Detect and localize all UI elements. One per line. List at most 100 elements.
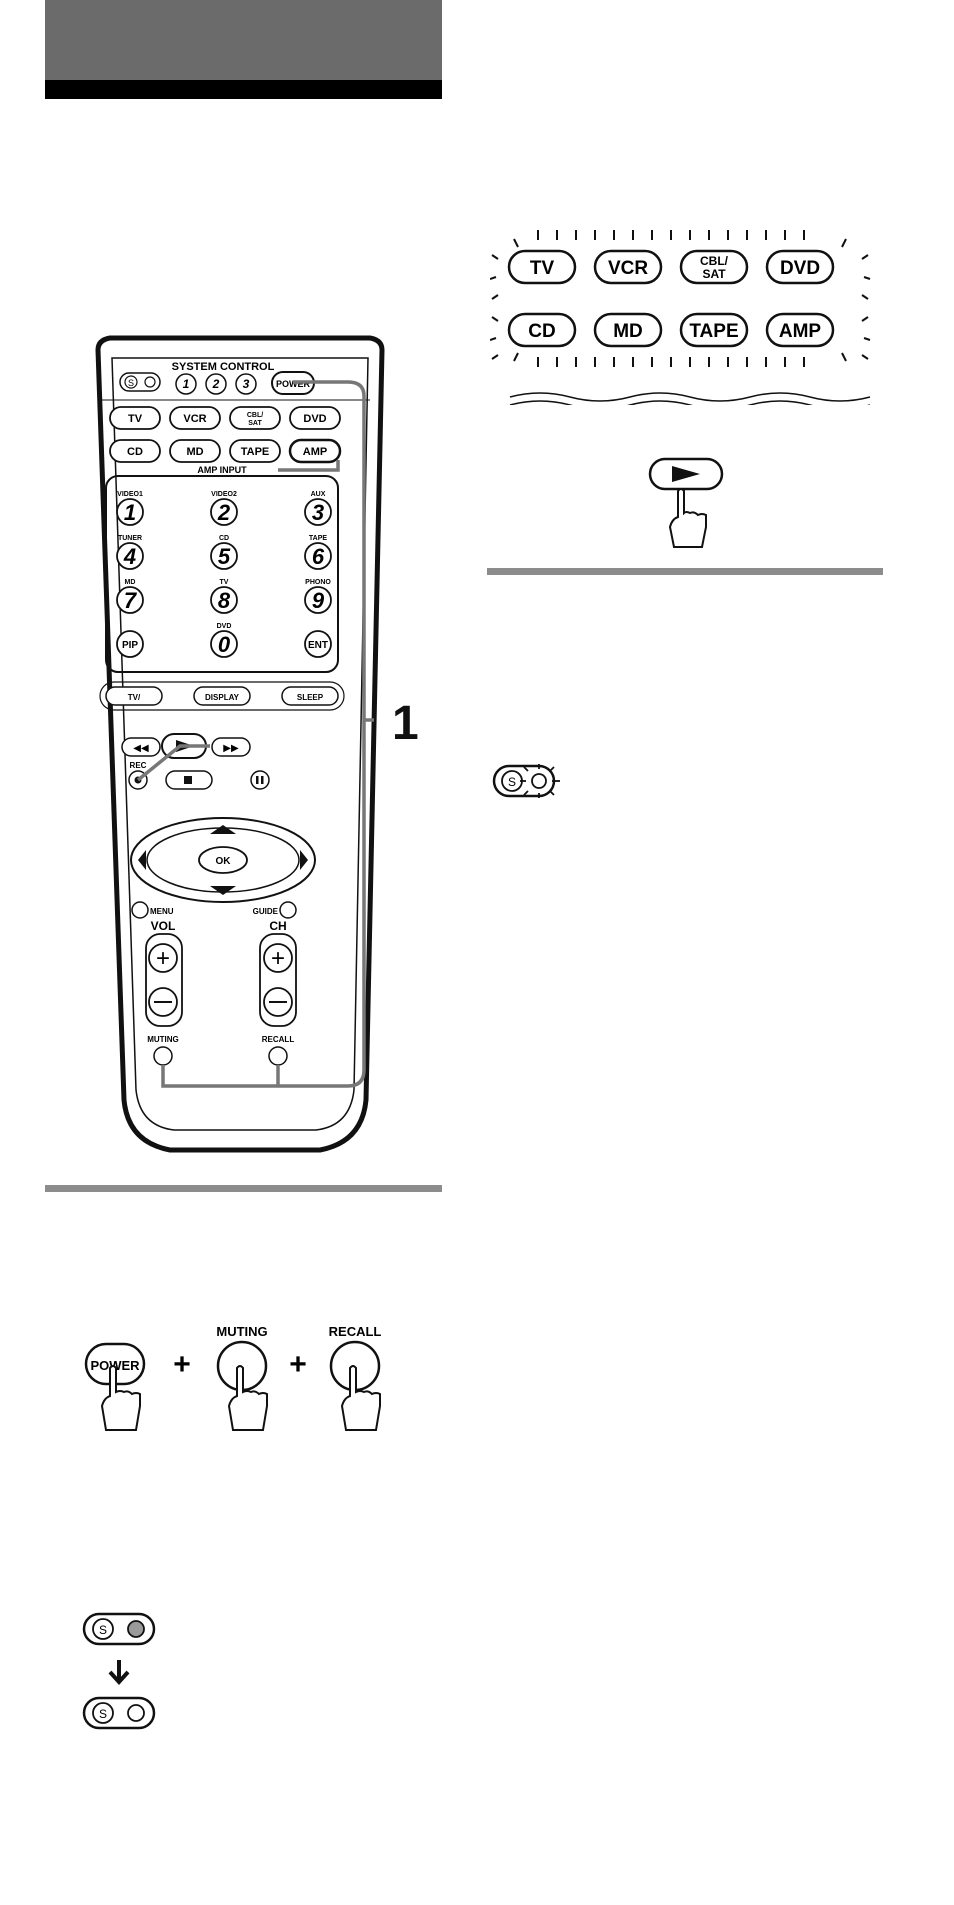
guide-button[interactable] — [279, 901, 297, 919]
plus-sign-2: + — [289, 1348, 307, 1381]
nav-left-icon[interactable] — [138, 850, 146, 870]
fast-forward-button[interactable] — [211, 737, 251, 757]
lit-button-cbl-sat: CBL/SAT — [679, 249, 749, 285]
svg-text:AMP: AMP — [779, 321, 822, 342]
lit-button-dvd: DVD — [765, 249, 835, 285]
function-button-display[interactable]: DISPLAY — [193, 686, 251, 706]
svg-text:▶▶: ▶▶ — [223, 743, 239, 754]
source-button-cd[interactable]: CD — [109, 439, 161, 463]
hand-pointer-icon — [100, 1365, 141, 1431]
svg-text:◀◀: ◀◀ — [133, 743, 149, 754]
rewind-button[interactable] — [121, 737, 161, 757]
callout-number: 1 — [392, 697, 419, 750]
svg-text:SAT: SAT — [248, 420, 262, 427]
play-press-illustration — [648, 457, 724, 548]
section-rule-left — [45, 1185, 442, 1192]
svg-text:MD: MD — [125, 579, 136, 586]
combo-recall-label: RECALL — [329, 1324, 382, 1339]
svg-text:SAT: SAT — [702, 267, 726, 281]
source-button-md[interactable]: MD — [169, 439, 221, 463]
vol-up-button[interactable] — [148, 943, 178, 973]
svg-text:TV: TV — [128, 413, 143, 425]
function-button-tv-video[interactable]: TV/ — [105, 686, 163, 706]
numpad-key-1[interactable]: VIDEO1 1 — [116, 491, 144, 526]
numpad-key-4[interactable]: TUNER 4 — [116, 535, 144, 570]
nav-right-icon[interactable] — [300, 850, 308, 870]
recall-button[interactable] — [268, 1046, 288, 1066]
plus-sign-1: + — [173, 1348, 191, 1381]
ch-label: CH — [269, 919, 286, 933]
numpad-key-pip[interactable]: PIP — [116, 630, 144, 658]
svg-text:DVD: DVD — [780, 258, 820, 279]
vol-label: VOL — [151, 919, 176, 933]
power-label: POWER — [276, 379, 311, 389]
source-buttons-row2: CD MD TAPE AMP — [109, 438, 342, 464]
svg-text:1: 1 — [124, 500, 136, 525]
numpad-key-7[interactable]: MD7 — [116, 579, 144, 614]
ch-up-button[interactable] — [263, 943, 293, 973]
svg-text:CBL/: CBL/ — [247, 412, 263, 419]
svg-text:VIDEO2: VIDEO2 — [211, 491, 237, 498]
lit-button-tv: TV — [507, 249, 577, 285]
muting-button[interactable] — [153, 1046, 173, 1066]
nav-up-icon[interactable] — [210, 825, 236, 834]
svg-text:SLEEP: SLEEP — [297, 693, 324, 702]
svg-text:TV/: TV/ — [128, 693, 141, 702]
source-button-tv[interactable]: TV — [109, 406, 161, 430]
svg-text:8: 8 — [218, 588, 231, 613]
svg-text:4: 4 — [123, 544, 136, 569]
svg-text:S: S — [99, 1623, 107, 1637]
svg-text:S: S — [508, 775, 516, 789]
numpad-key-5[interactable]: CD5 — [210, 535, 238, 570]
numpad-key-ent[interactable]: ENT — [304, 630, 332, 658]
ok-button[interactable] — [198, 846, 248, 874]
sc-button-2[interactable] — [205, 373, 227, 395]
svg-text:VIDEO1: VIDEO1 — [117, 491, 143, 498]
numpad-key-8[interactable]: TV 8 — [210, 579, 238, 614]
s-indicator-blinking: S — [492, 764, 560, 798]
svg-text:TUNER: TUNER — [118, 535, 142, 542]
source-button-amp[interactable]: AMP — [288, 438, 342, 464]
svg-text:+: + — [156, 945, 170, 972]
button-combo-illustration: MUTING RECALL POWER + + — [84, 1324, 382, 1431]
combo-power-label: POWER — [90, 1358, 140, 1373]
svg-text:TAPE: TAPE — [241, 446, 270, 458]
source-button-vcr[interactable]: VCR — [169, 406, 221, 430]
svg-text:DVD: DVD — [303, 413, 326, 425]
svg-text:VCR: VCR — [183, 413, 206, 425]
svg-text:PIP: PIP — [122, 640, 138, 651]
callout-lines — [136, 380, 374, 1088]
svg-text:0: 0 — [218, 632, 231, 657]
amp-input-box — [105, 475, 339, 673]
lit-button-amp: AMP — [765, 312, 835, 348]
function-buttons-row: TV/DISPLAY SLEEP — [99, 681, 345, 711]
s-led — [144, 376, 156, 388]
hand-pointer-icon — [668, 488, 707, 548]
sc-button-3[interactable] — [235, 373, 257, 395]
pause-button[interactable] — [250, 770, 270, 790]
svg-text:TV: TV — [220, 579, 229, 586]
source-button-tape[interactable]: TAPE — [229, 439, 281, 463]
function-button-sleep[interactable]: SLEEP — [281, 686, 339, 706]
svg-text:S: S — [99, 1707, 107, 1721]
svg-text:2: 2 — [212, 377, 220, 391]
hand-pointer-icon — [340, 1365, 381, 1431]
menu-button[interactable] — [131, 901, 149, 919]
source-button-dvd[interactable]: DVD — [289, 406, 341, 430]
svg-text:AUX: AUX — [311, 491, 326, 498]
play-icon — [672, 466, 700, 482]
ok-label: OK — [216, 856, 232, 867]
nav-down-icon[interactable] — [210, 886, 236, 895]
source-button-cbl-sat[interactable]: CBL/SAT — [229, 406, 281, 430]
lit-button-md: MD — [593, 312, 663, 348]
sc-button-1[interactable] — [175, 373, 197, 395]
rec-label: REC — [130, 761, 147, 770]
svg-text:ENT: ENT — [308, 640, 328, 651]
